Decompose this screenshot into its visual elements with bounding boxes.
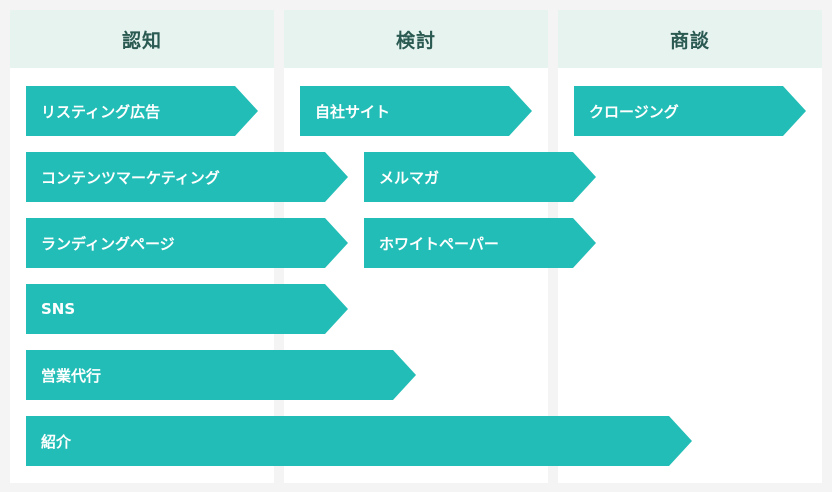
arrow-white-paper: ホワイトペーパー bbox=[364, 218, 596, 268]
arrow-content-marketing: コンテンツマーケティング bbox=[26, 152, 348, 202]
column-header-awareness: 認知 bbox=[10, 10, 274, 68]
arrow-newsletter: メルマガ bbox=[364, 152, 596, 202]
arrow-sns: SNS bbox=[26, 284, 348, 334]
arrow-landing-page: ランディングページ bbox=[26, 218, 348, 268]
arrow-referral: 紹介 bbox=[26, 416, 692, 466]
column-header-negotiation: 商談 bbox=[558, 10, 822, 68]
arrow-sales-agency: 営業代行 bbox=[26, 350, 416, 400]
column-header-consideration: 検討 bbox=[284, 10, 548, 68]
column-negotiation: 商談 bbox=[558, 10, 822, 483]
arrow-closing: クロージング bbox=[574, 86, 806, 136]
arrow-own-site: 自社サイト bbox=[300, 86, 532, 136]
arrow-listing-ads: リスティング広告 bbox=[26, 86, 258, 136]
